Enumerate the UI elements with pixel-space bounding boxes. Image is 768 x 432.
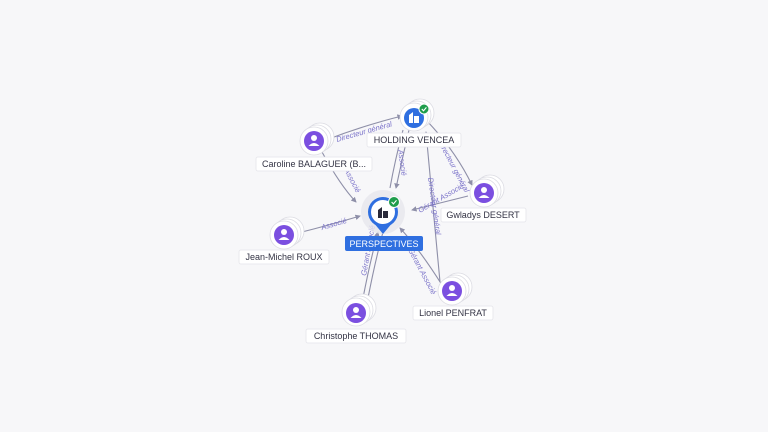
- edge-gwladys-center: [411, 195, 469, 212]
- edge-lionel-holding: [423, 131, 441, 283]
- node-gwladys[interactable]: Gwladys DESERT: [440, 174, 527, 223]
- node-label-jeanmichel: Jean-Michel ROUX: [245, 252, 322, 262]
- node-label-holding: HOLDING VENCEA: [374, 135, 455, 145]
- node-label-gwladys: Gwladys DESERT: [446, 210, 520, 220]
- node-label-christophe: Christophe THOMAS: [314, 331, 398, 341]
- building-icon: [378, 207, 388, 218]
- node-caroline[interactable]: Caroline BALAGUER (B...: [255, 122, 373, 172]
- person-icon: [346, 303, 366, 323]
- node-label-center: PERSPECTIVES: [349, 239, 418, 249]
- person-icon: [474, 183, 494, 203]
- edge-lionel-center: [399, 227, 443, 286]
- node-label-lionel: Lionel PENFRAT: [419, 308, 487, 318]
- node-christophe[interactable]: Christophe THOMAS: [305, 293, 407, 344]
- check-badge-icon: [418, 103, 430, 115]
- edge-holding-gwladys: [425, 119, 473, 186]
- edge-label-holding-center: Associé: [396, 148, 409, 176]
- node-label-caroline: Caroline BALAGUER (B...: [262, 159, 366, 169]
- check-badge-icon: [388, 196, 400, 208]
- node-holding[interactable]: HOLDING VENCEA: [366, 98, 462, 148]
- edge-label-jeanmichel-center: Associé: [319, 216, 348, 232]
- person-icon: [274, 225, 294, 245]
- building-icon: [404, 108, 424, 128]
- person-icon: [304, 131, 324, 151]
- node-jeanmichel[interactable]: Jean-Michel ROUX: [238, 216, 330, 265]
- node-lionel[interactable]: Lionel PENFRAT: [412, 272, 494, 321]
- person-icon: [442, 281, 462, 301]
- node-center[interactable]: PERSPECTIVES: [345, 190, 423, 251]
